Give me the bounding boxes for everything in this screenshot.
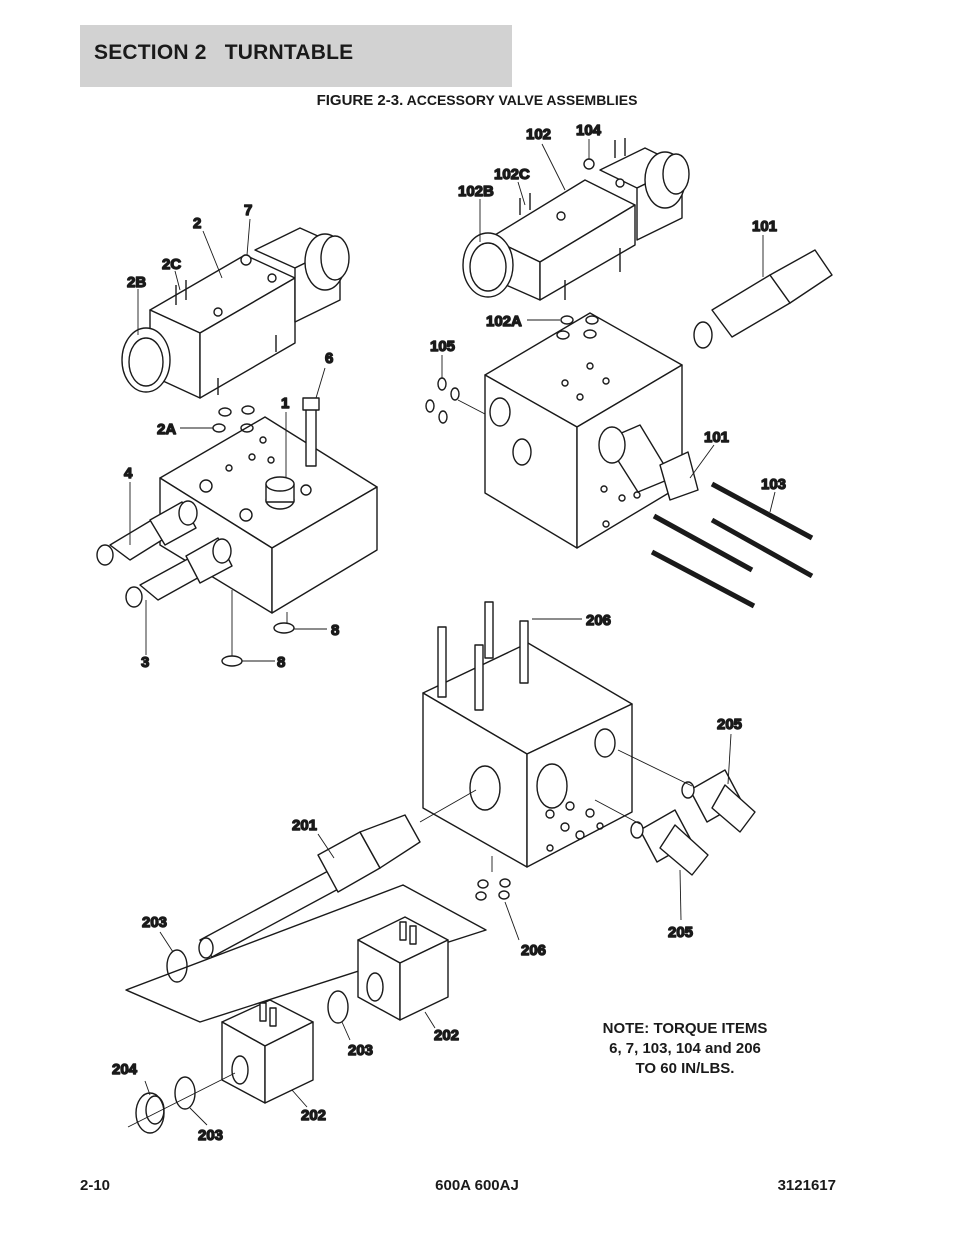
figure-number: FIGURE 2-3. <box>316 92 404 109</box>
o-rings-105 <box>425 377 460 424</box>
callout-102B: 102B <box>458 183 494 200</box>
callout-6: 6 <box>325 350 333 367</box>
leader-lines <box>127 139 776 1128</box>
callout-1: 1 <box>281 395 289 412</box>
torque-note: NOTE: TORQUE ITEMS 6, 7, 103, 104 and 20… <box>575 1019 795 1079</box>
cartridge-valve-205-upper <box>681 769 756 833</box>
callout-2C: 2C <box>162 256 181 273</box>
callout-102A: 102A <box>486 313 522 330</box>
callout-203-upper: 203 <box>142 914 167 931</box>
o-ring-203-upper <box>166 949 188 983</box>
o-ring-203-middle <box>327 990 349 1024</box>
screw-6 <box>302 397 320 467</box>
cartridge-valve-3 <box>125 537 233 608</box>
footer-page-number: 2-10 <box>80 1177 111 1194</box>
callout-201: 201 <box>292 817 317 834</box>
callout-203-lower: 203 <box>198 1127 223 1144</box>
solenoid-coil-202-left <box>221 999 314 1104</box>
callout-8-lower: 8 <box>277 654 285 671</box>
callout-104: 104 <box>576 122 602 139</box>
callout-4: 4 <box>124 465 133 482</box>
o-rings-206 <box>475 878 511 901</box>
footer-doc-number: 3121617 <box>777 1177 836 1194</box>
callout-3: 3 <box>141 654 149 671</box>
solenoid-valve-102 <box>462 138 690 301</box>
callout-102: 102 <box>526 126 551 143</box>
callout-2B: 2B <box>127 274 146 291</box>
nut-204 <box>135 1092 165 1134</box>
callout-205-upper: 205 <box>717 716 742 733</box>
cartridge-valve-201 <box>198 814 421 959</box>
callout-2: 2 <box>193 215 201 232</box>
callout-205-lower: 205 <box>668 924 693 941</box>
callout-206-lower: 206 <box>521 942 546 959</box>
callout-105: 105 <box>430 338 455 355</box>
footer-model: 600A 600AJ <box>435 1177 519 1194</box>
cartridge-valve-101-lower <box>598 424 699 501</box>
cartridge-valve-101-upper <box>693 249 833 349</box>
o-ring-8-upper <box>273 622 295 634</box>
callout-202-left: 202 <box>301 1107 326 1124</box>
solenoid-valve-2 <box>121 227 350 399</box>
section-header-band <box>80 25 512 87</box>
manifold-block-105 <box>484 312 683 549</box>
cartridge-valve-205-lower <box>630 809 709 876</box>
screws-206 <box>437 601 529 711</box>
callout-203-middle: 203 <box>348 1042 373 1059</box>
section-title: SECTION 2 TURNTABLE <box>94 41 354 64</box>
callout-8-upper: 8 <box>331 622 339 639</box>
callout-101-upper: 101 <box>752 218 777 235</box>
solenoid-coil-202-right <box>357 916 449 1021</box>
torque-note-line-3: TO 60 IN/LBS. <box>635 1060 735 1077</box>
callout-101-lower: 101 <box>704 429 729 446</box>
callout-7: 7 <box>244 202 252 219</box>
torque-note-line-1: NOTE: TORQUE ITEMS <box>602 1020 768 1037</box>
callout-204: 204 <box>112 1061 138 1078</box>
o-rings-102A <box>556 315 599 340</box>
figure-caption: ACCESSORY VALVE ASSEMBLIES <box>406 92 638 108</box>
callout-2A: 2A <box>157 421 176 438</box>
callout-202-right: 202 <box>434 1027 459 1044</box>
o-ring-203-lower <box>174 1076 196 1110</box>
exploded-plane-outline <box>125 884 487 1023</box>
o-ring-8-lower <box>221 655 243 667</box>
callout-206-upper: 206 <box>586 612 611 629</box>
callout-102C: 102C <box>494 166 530 183</box>
cartridge-valve-4 <box>96 500 198 566</box>
bolts-103 <box>650 481 814 609</box>
torque-note-line-2: 6, 7, 103, 104 and 206 <box>609 1040 761 1057</box>
figure-title: FIGURE 2-3. ACCESSORY VALVE ASSEMBLIES <box>0 92 954 109</box>
callout-103: 103 <box>761 476 786 493</box>
